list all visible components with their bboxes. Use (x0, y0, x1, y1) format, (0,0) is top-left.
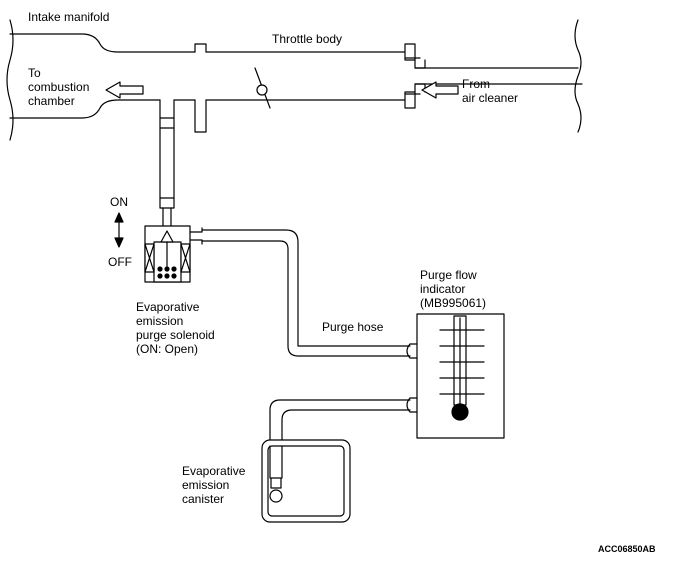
intake-manifold (6, 19, 583, 141)
intake-manifold-label: Intake manifold (28, 10, 110, 24)
purge-solenoid-label: Evaporative emission purge solenoid (ON:… (136, 300, 215, 356)
on-label: ON (110, 195, 128, 209)
off-label: OFF (108, 255, 132, 269)
purge-hose (201, 229, 411, 357)
to-combustion-label: To combustion chamber (28, 66, 90, 108)
arrow-from-air-cleaner-icon (421, 81, 459, 99)
purge-solenoid (144, 225, 203, 283)
on-off-arrow-icon (114, 212, 124, 248)
canister-hose (269, 399, 411, 463)
throttle-body-label: Throttle body (272, 32, 343, 46)
flow-arrows (105, 81, 459, 99)
arrow-to-combustion-icon (105, 81, 144, 99)
figure-code: ACC06850AB (598, 544, 656, 554)
purge-hose-label: Purge hose (322, 320, 384, 334)
canister-label: Evaporative emission canister (182, 464, 246, 506)
from-air-cleaner-label: From air cleaner (462, 77, 519, 105)
vacuum-line (159, 99, 175, 227)
purge-flow-indicator (406, 313, 505, 439)
throttle-valve (254, 67, 271, 109)
evap-canister (261, 439, 351, 523)
flow-indicator-label: Purge flow indicator (MB995061) (420, 268, 487, 310)
indicator-ball (451, 403, 469, 421)
